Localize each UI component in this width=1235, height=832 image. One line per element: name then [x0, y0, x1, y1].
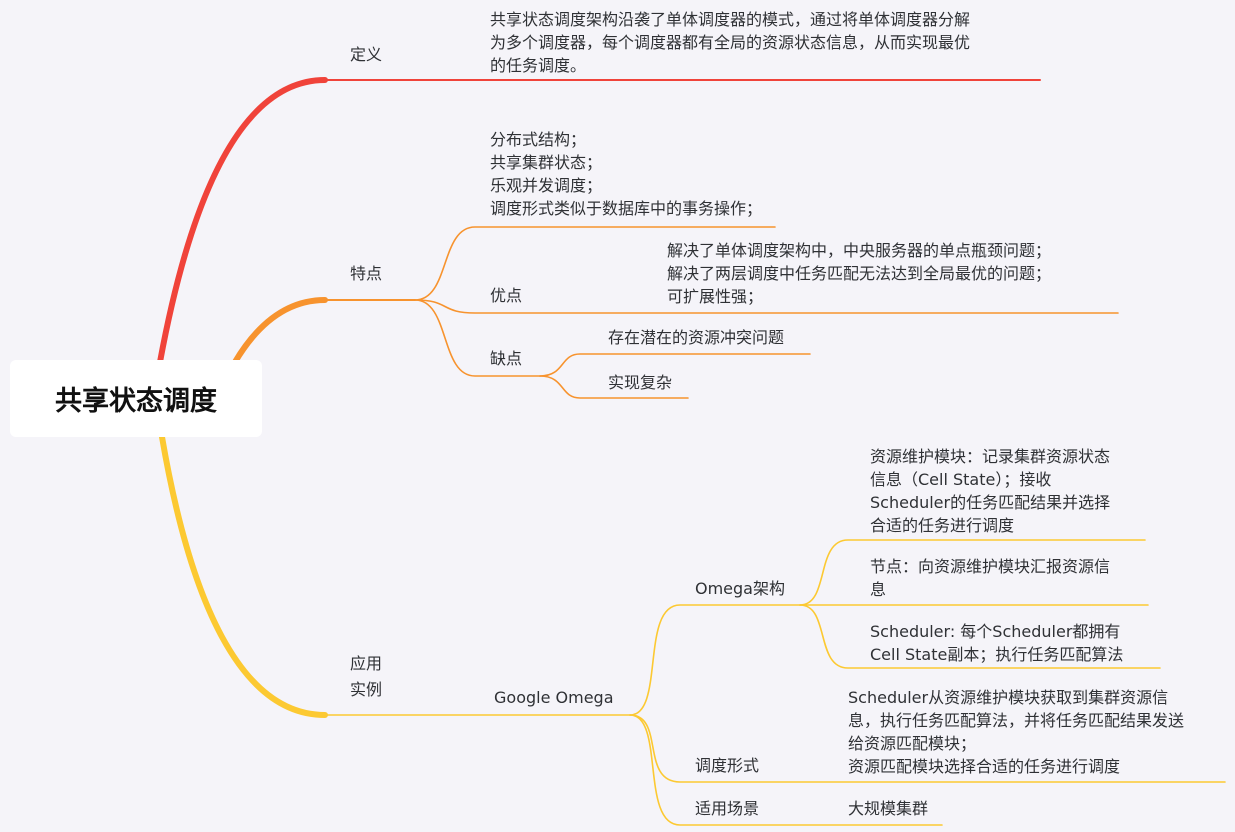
- branch-line-examples: [159, 434, 328, 718]
- topic-cons[interactable]: 缺点: [490, 349, 523, 368]
- root-topic[interactable]: 共享状态调度: [10, 360, 262, 437]
- architecture-item[interactable]: Scheduler: 每个Scheduler都拥有 Cell State副本；执…: [870, 622, 1124, 664]
- definition-text[interactable]: 共享状态调度架构沿袭了单体调度器的模式，通过将单体调度器分解 为多个调度器，每个…: [490, 10, 971, 75]
- features-list[interactable]: 分布式结构； 共享集群状态； 乐观并发调度； 调度形式类似于数据库中的事务操作；: [490, 130, 763, 218]
- topic-features[interactable]: 特点: [350, 264, 383, 283]
- branch-line-definition: [157, 77, 328, 365]
- pros-text[interactable]: 解决了单体调度架构中，中央服务器的单点瓶颈问题； 解决了两层调度中任务匹配无法达…: [667, 241, 1052, 306]
- topic-definition[interactable]: 定义: [350, 45, 383, 64]
- branch-line-features: [232, 297, 328, 365]
- topic-examples[interactable]: 应用 实例: [350, 654, 383, 699]
- topic-google-omega[interactable]: Google Omega: [494, 688, 614, 707]
- cons-item[interactable]: 存在潜在的资源冲突问题: [608, 328, 785, 347]
- architecture-item[interactable]: 资源维护模块：记录集群资源状态 信息（Cell State）；接收 Schedu…: [870, 447, 1111, 535]
- scenario-text[interactable]: 大规模集群: [848, 799, 929, 818]
- scheduling-form-text[interactable]: Scheduler从资源维护模块获取到集群资源信 息，执行任务匹配算法，并将任务…: [848, 688, 1185, 776]
- topic-pros[interactable]: 优点: [490, 286, 523, 305]
- topic-omega-architecture[interactable]: Omega架构: [695, 579, 785, 598]
- cons-item[interactable]: 实现复杂: [608, 373, 673, 392]
- topic-scheduling-form[interactable]: 调度形式: [695, 756, 760, 775]
- architecture-item[interactable]: 节点：向资源维护模块汇报资源信 息: [870, 557, 1111, 599]
- root-label: 共享状态调度: [55, 386, 217, 417]
- topic-scenario[interactable]: 适用场景: [695, 799, 760, 818]
